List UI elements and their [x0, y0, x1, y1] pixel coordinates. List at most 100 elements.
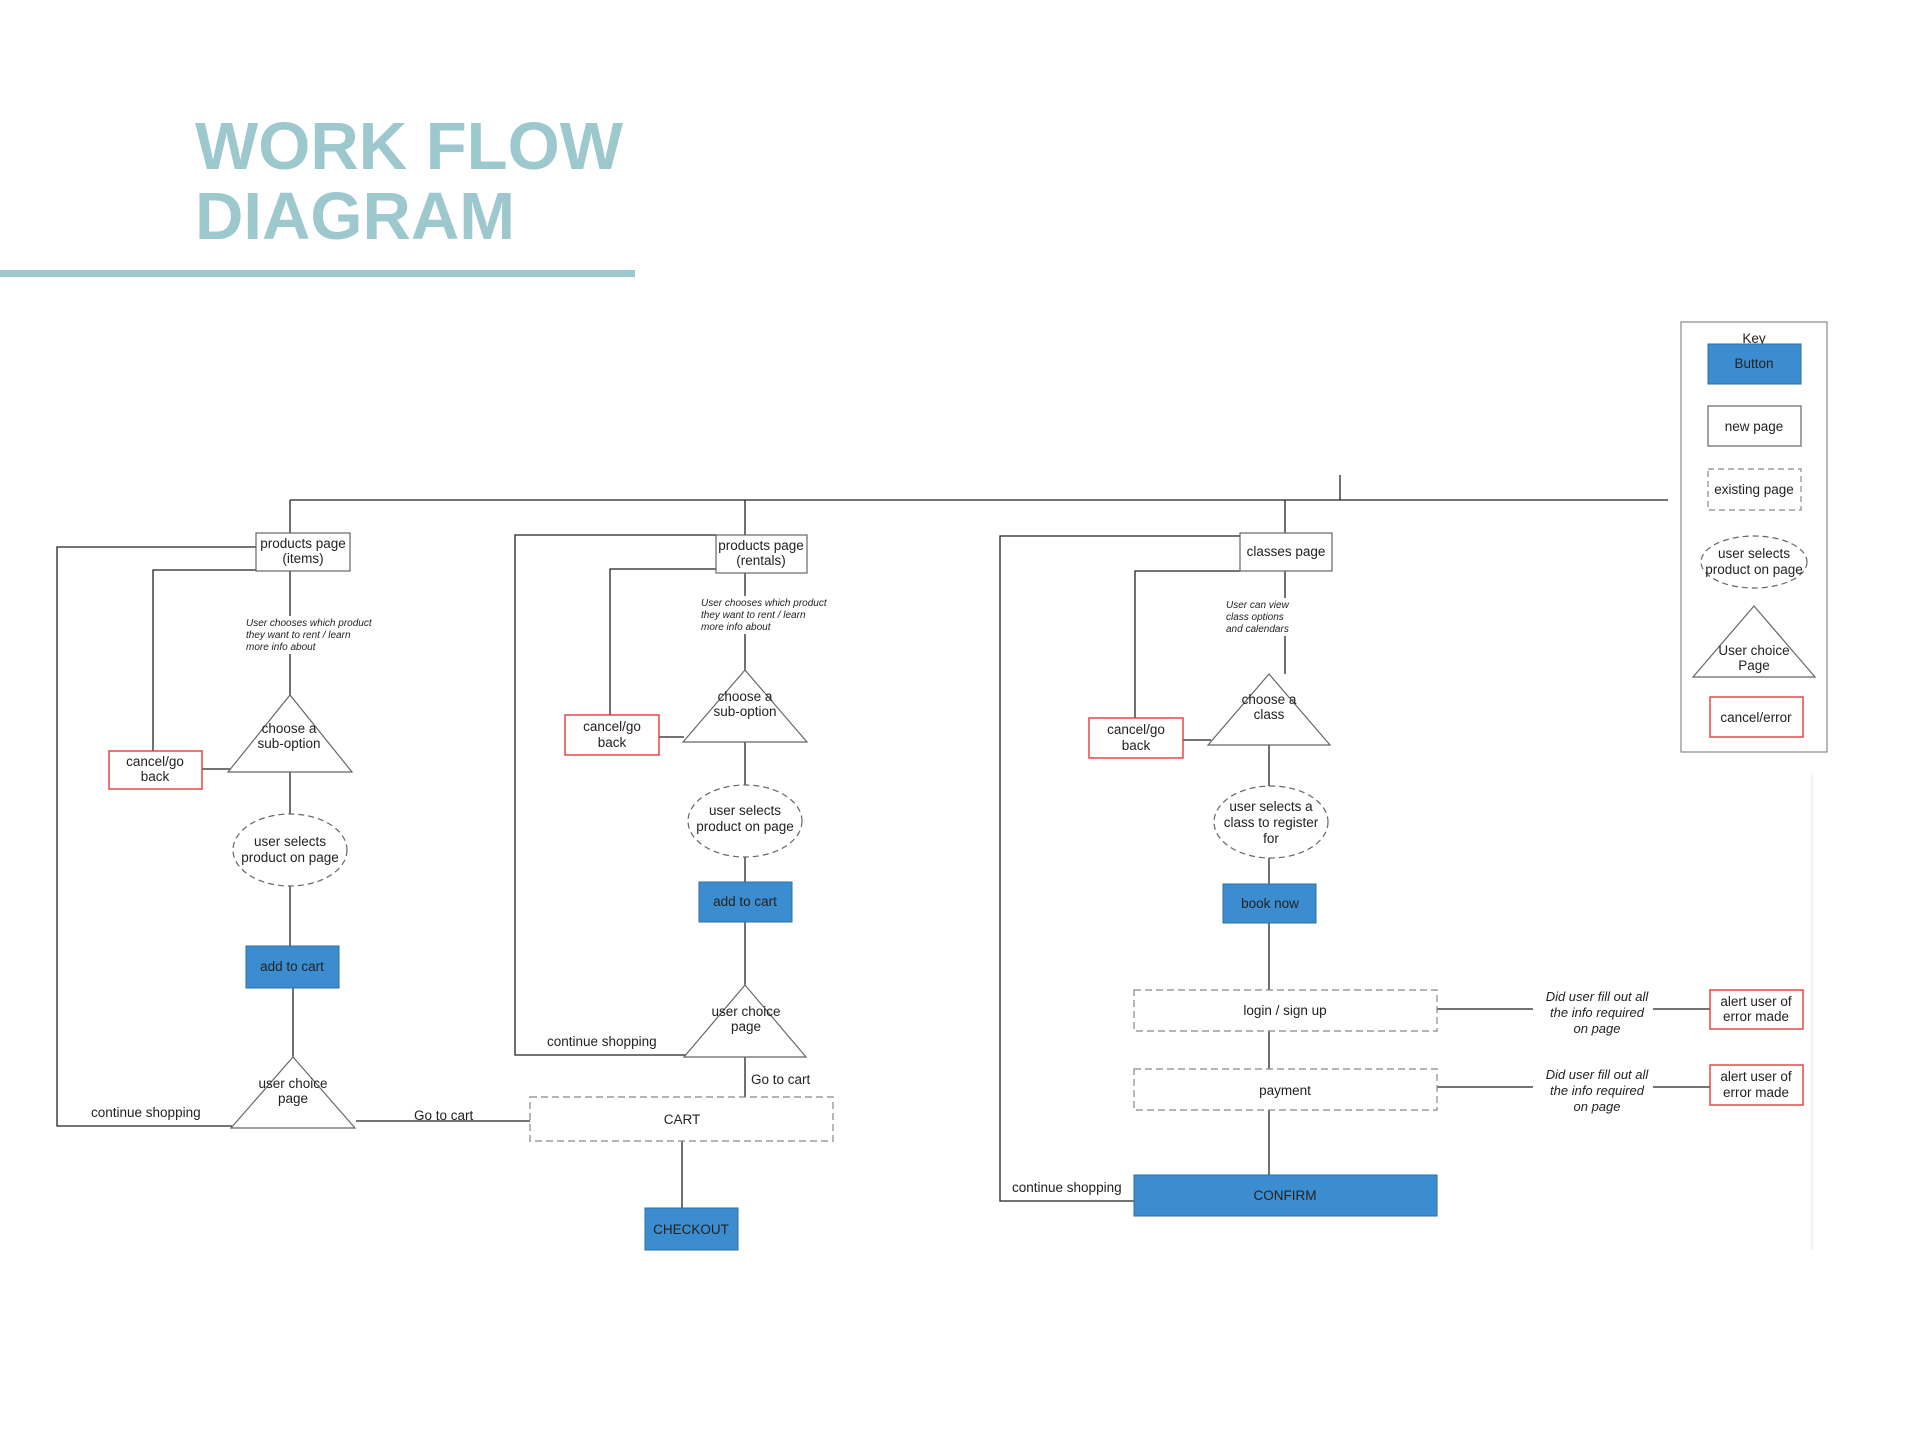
svg-text:error made: error made	[1723, 1009, 1789, 1024]
svg-text:they want to rent / learn: they want to rent / learn	[701, 610, 806, 621]
svg-text:alert user of: alert user of	[1720, 994, 1792, 1009]
svg-text:on page: on page	[1574, 1099, 1621, 1114]
svg-text:user choice: user choice	[258, 1076, 327, 1091]
svg-text:cancel/go: cancel/go	[1107, 722, 1165, 737]
cancel-go-back-items: cancel/go back	[108, 750, 203, 790]
legend-user-selects-swatch	[1700, 535, 1808, 589]
svg-text:(rentals): (rentals)	[736, 553, 786, 568]
svg-text:user choice: user choice	[711, 1004, 780, 1019]
items-note: User chooses which product they want to …	[244, 616, 384, 654]
cancel-go-back-classes: cancel/go back	[1088, 717, 1184, 759]
svg-text:sub-option: sub-option	[713, 704, 776, 719]
svg-text:back: back	[1122, 738, 1151, 753]
products-items-label-1: products page	[260, 536, 346, 551]
legend-heading: Key	[1742, 331, 1766, 346]
svg-text:login / sign up: login / sign up	[1243, 1003, 1326, 1018]
add-to-cart-button-rentals[interactable]: add to cart	[698, 881, 793, 923]
alert-error-payment: alert user of error made	[1709, 1064, 1804, 1106]
alert-error-login: alert user of error made	[1709, 989, 1804, 1030]
checkout-button[interactable]: CHECKOUT	[644, 1207, 739, 1251]
validation-question-login: Did user fill out all the info required …	[1546, 989, 1650, 1036]
svg-text:product on page: product on page	[1705, 562, 1803, 577]
rentals-note: User chooses which product they want to …	[699, 596, 839, 634]
products-page-rentals: products page (rentals)	[715, 534, 808, 574]
products-page-items: products page (items)	[255, 532, 351, 572]
svg-text:class options: class options	[1226, 612, 1284, 623]
continue-shopping-classes: continue shopping	[1012, 1180, 1122, 1195]
svg-text:user selects: user selects	[709, 803, 781, 818]
svg-text:payment: payment	[1259, 1083, 1311, 1098]
svg-text:cancel/go: cancel/go	[126, 754, 184, 769]
book-now-button[interactable]: book now	[1222, 883, 1317, 924]
svg-text:classes page: classes page	[1247, 544, 1326, 559]
legend-cancel-error-swatch	[1709, 696, 1804, 738]
svg-text:class to register: class to register	[1224, 815, 1319, 830]
svg-text:Did user fill out all: Did user fill out all	[1546, 1067, 1650, 1082]
legend-existing-page-label: existing page	[1714, 482, 1794, 497]
legend-new-page-swatch	[1707, 405, 1802, 447]
continue-shopping-rentals: continue shopping	[547, 1034, 657, 1049]
choose-sub-option-items: choose a sub-option	[226, 694, 354, 773]
classes-note: User can view class options and calendar…	[1224, 598, 1324, 636]
svg-text:User can view: User can view	[1226, 600, 1290, 611]
svg-text:Did user fill out all: Did user fill out all	[1546, 989, 1650, 1004]
svg-text:choose a: choose a	[1242, 692, 1297, 707]
svg-text:error made: error made	[1723, 1085, 1789, 1100]
legend-new-page-label: new page	[1725, 419, 1784, 434]
svg-text:choose a: choose a	[718, 689, 773, 704]
svg-text:cancel/go: cancel/go	[583, 719, 641, 734]
classes-page: classes page	[1239, 532, 1333, 572]
svg-text:on page: on page	[1574, 1021, 1621, 1036]
svg-text:User choice: User choice	[1718, 643, 1789, 658]
user-selects-class: user selects a class to register for	[1213, 785, 1329, 859]
svg-text:sub-option: sub-option	[257, 736, 320, 751]
connector-lines	[56, 475, 1710, 1208]
go-to-cart-items: Go to cart	[414, 1108, 474, 1123]
svg-text:choose a: choose a	[262, 721, 317, 736]
legend-existing-page-swatch	[1707, 468, 1802, 511]
legend-user-choice-swatch	[1691, 605, 1817, 678]
svg-text:the info required: the info required	[1550, 1005, 1645, 1020]
svg-text:they want to rent / learn: they want to rent / learn	[246, 630, 351, 641]
svg-text:product on page: product on page	[696, 819, 794, 834]
user-selects-product-rentals: user selects product on page	[687, 784, 803, 858]
add-to-cart-button-items[interactable]: add to cart	[245, 945, 340, 989]
svg-text:user selects a: user selects a	[1229, 799, 1313, 814]
choose-a-class: choose a class	[1206, 673, 1332, 746]
title-line-1: WORK FLOW	[195, 109, 623, 184]
title-underline	[0, 270, 635, 277]
svg-text:class: class	[1254, 707, 1285, 722]
cancel-go-back-rentals: cancel/go back	[564, 714, 660, 756]
svg-text:and calendars: and calendars	[1226, 624, 1289, 635]
svg-text:User chooses which product: User chooses which product	[701, 598, 828, 609]
svg-text:more info about: more info about	[246, 642, 317, 653]
go-to-cart-rentals: Go to cart	[751, 1072, 811, 1087]
confirm-button[interactable]: CONFIRM	[1133, 1174, 1438, 1217]
svg-text:CHECKOUT: CHECKOUT	[653, 1222, 729, 1237]
user-selects-product-items: user selects product on page	[232, 813, 348, 887]
svg-text:products page: products page	[718, 538, 804, 553]
cart-page: CART	[529, 1096, 834, 1142]
choose-sub-option-rentals: choose a sub-option	[681, 669, 809, 743]
legend-key: Key Button new page existing page user s…	[1680, 321, 1828, 753]
svg-text:page: page	[278, 1091, 308, 1106]
svg-text:user selects: user selects	[254, 834, 326, 849]
continue-shopping-items: continue shopping	[91, 1105, 201, 1120]
validation-question-payment: Did user fill out all the info required …	[1546, 1067, 1650, 1114]
svg-text:CART: CART	[664, 1112, 701, 1127]
products-items-label-2: (items)	[282, 551, 323, 566]
svg-text:CONFIRM: CONFIRM	[1254, 1188, 1317, 1203]
login-sign-up-page: login / sign up	[1133, 989, 1438, 1032]
legend-button-swatch	[1707, 343, 1802, 385]
svg-text:page: page	[731, 1019, 761, 1034]
svg-text:back: back	[598, 735, 627, 750]
svg-text:book now: book now	[1241, 896, 1299, 911]
title-line-2: DIAGRAM	[195, 179, 516, 254]
svg-text:product on page: product on page	[241, 850, 339, 865]
svg-text:alert user of: alert user of	[1720, 1069, 1792, 1084]
svg-text:back: back	[141, 769, 170, 784]
svg-text:user selects: user selects	[1718, 546, 1790, 561]
svg-text:Page: Page	[1738, 658, 1770, 673]
payment-page: payment	[1133, 1068, 1438, 1111]
